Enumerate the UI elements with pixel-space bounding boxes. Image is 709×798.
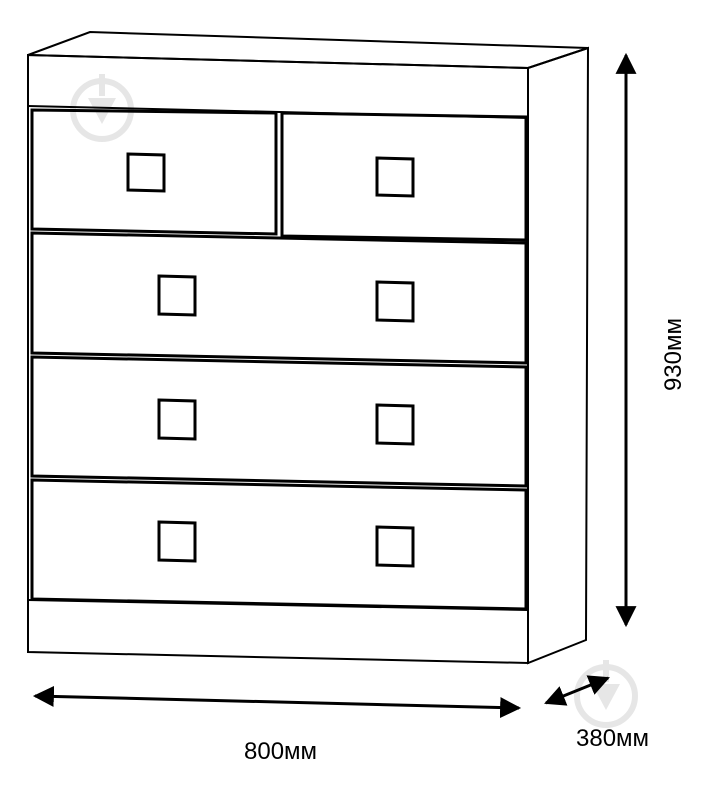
cabinet-front [27,53,529,665]
drawer-4 [30,478,528,611]
drawers [30,108,528,611]
drawer-2 [30,231,528,365]
handles [126,152,415,568]
handle [157,274,197,317]
double-arrow-icon [544,675,610,706]
cabinet-side [527,46,590,665]
cabinet-body [27,30,590,665]
double-arrow-icon [32,685,522,719]
drawer-top-right [280,111,528,242]
depth-dimension-label: 380мм [576,725,650,752]
handle [375,403,415,446]
handle [157,398,197,441]
height-dimension-label: 930мм [660,318,687,392]
watermark-logo-icon [574,660,638,728]
width-dimension-label: 800мм [244,738,318,765]
handle [375,525,415,568]
handle [375,280,415,323]
handle [375,156,415,198]
drawer-top-left [30,108,278,236]
handle [126,152,166,193]
handle [157,520,197,563]
drawer-3 [30,355,528,488]
